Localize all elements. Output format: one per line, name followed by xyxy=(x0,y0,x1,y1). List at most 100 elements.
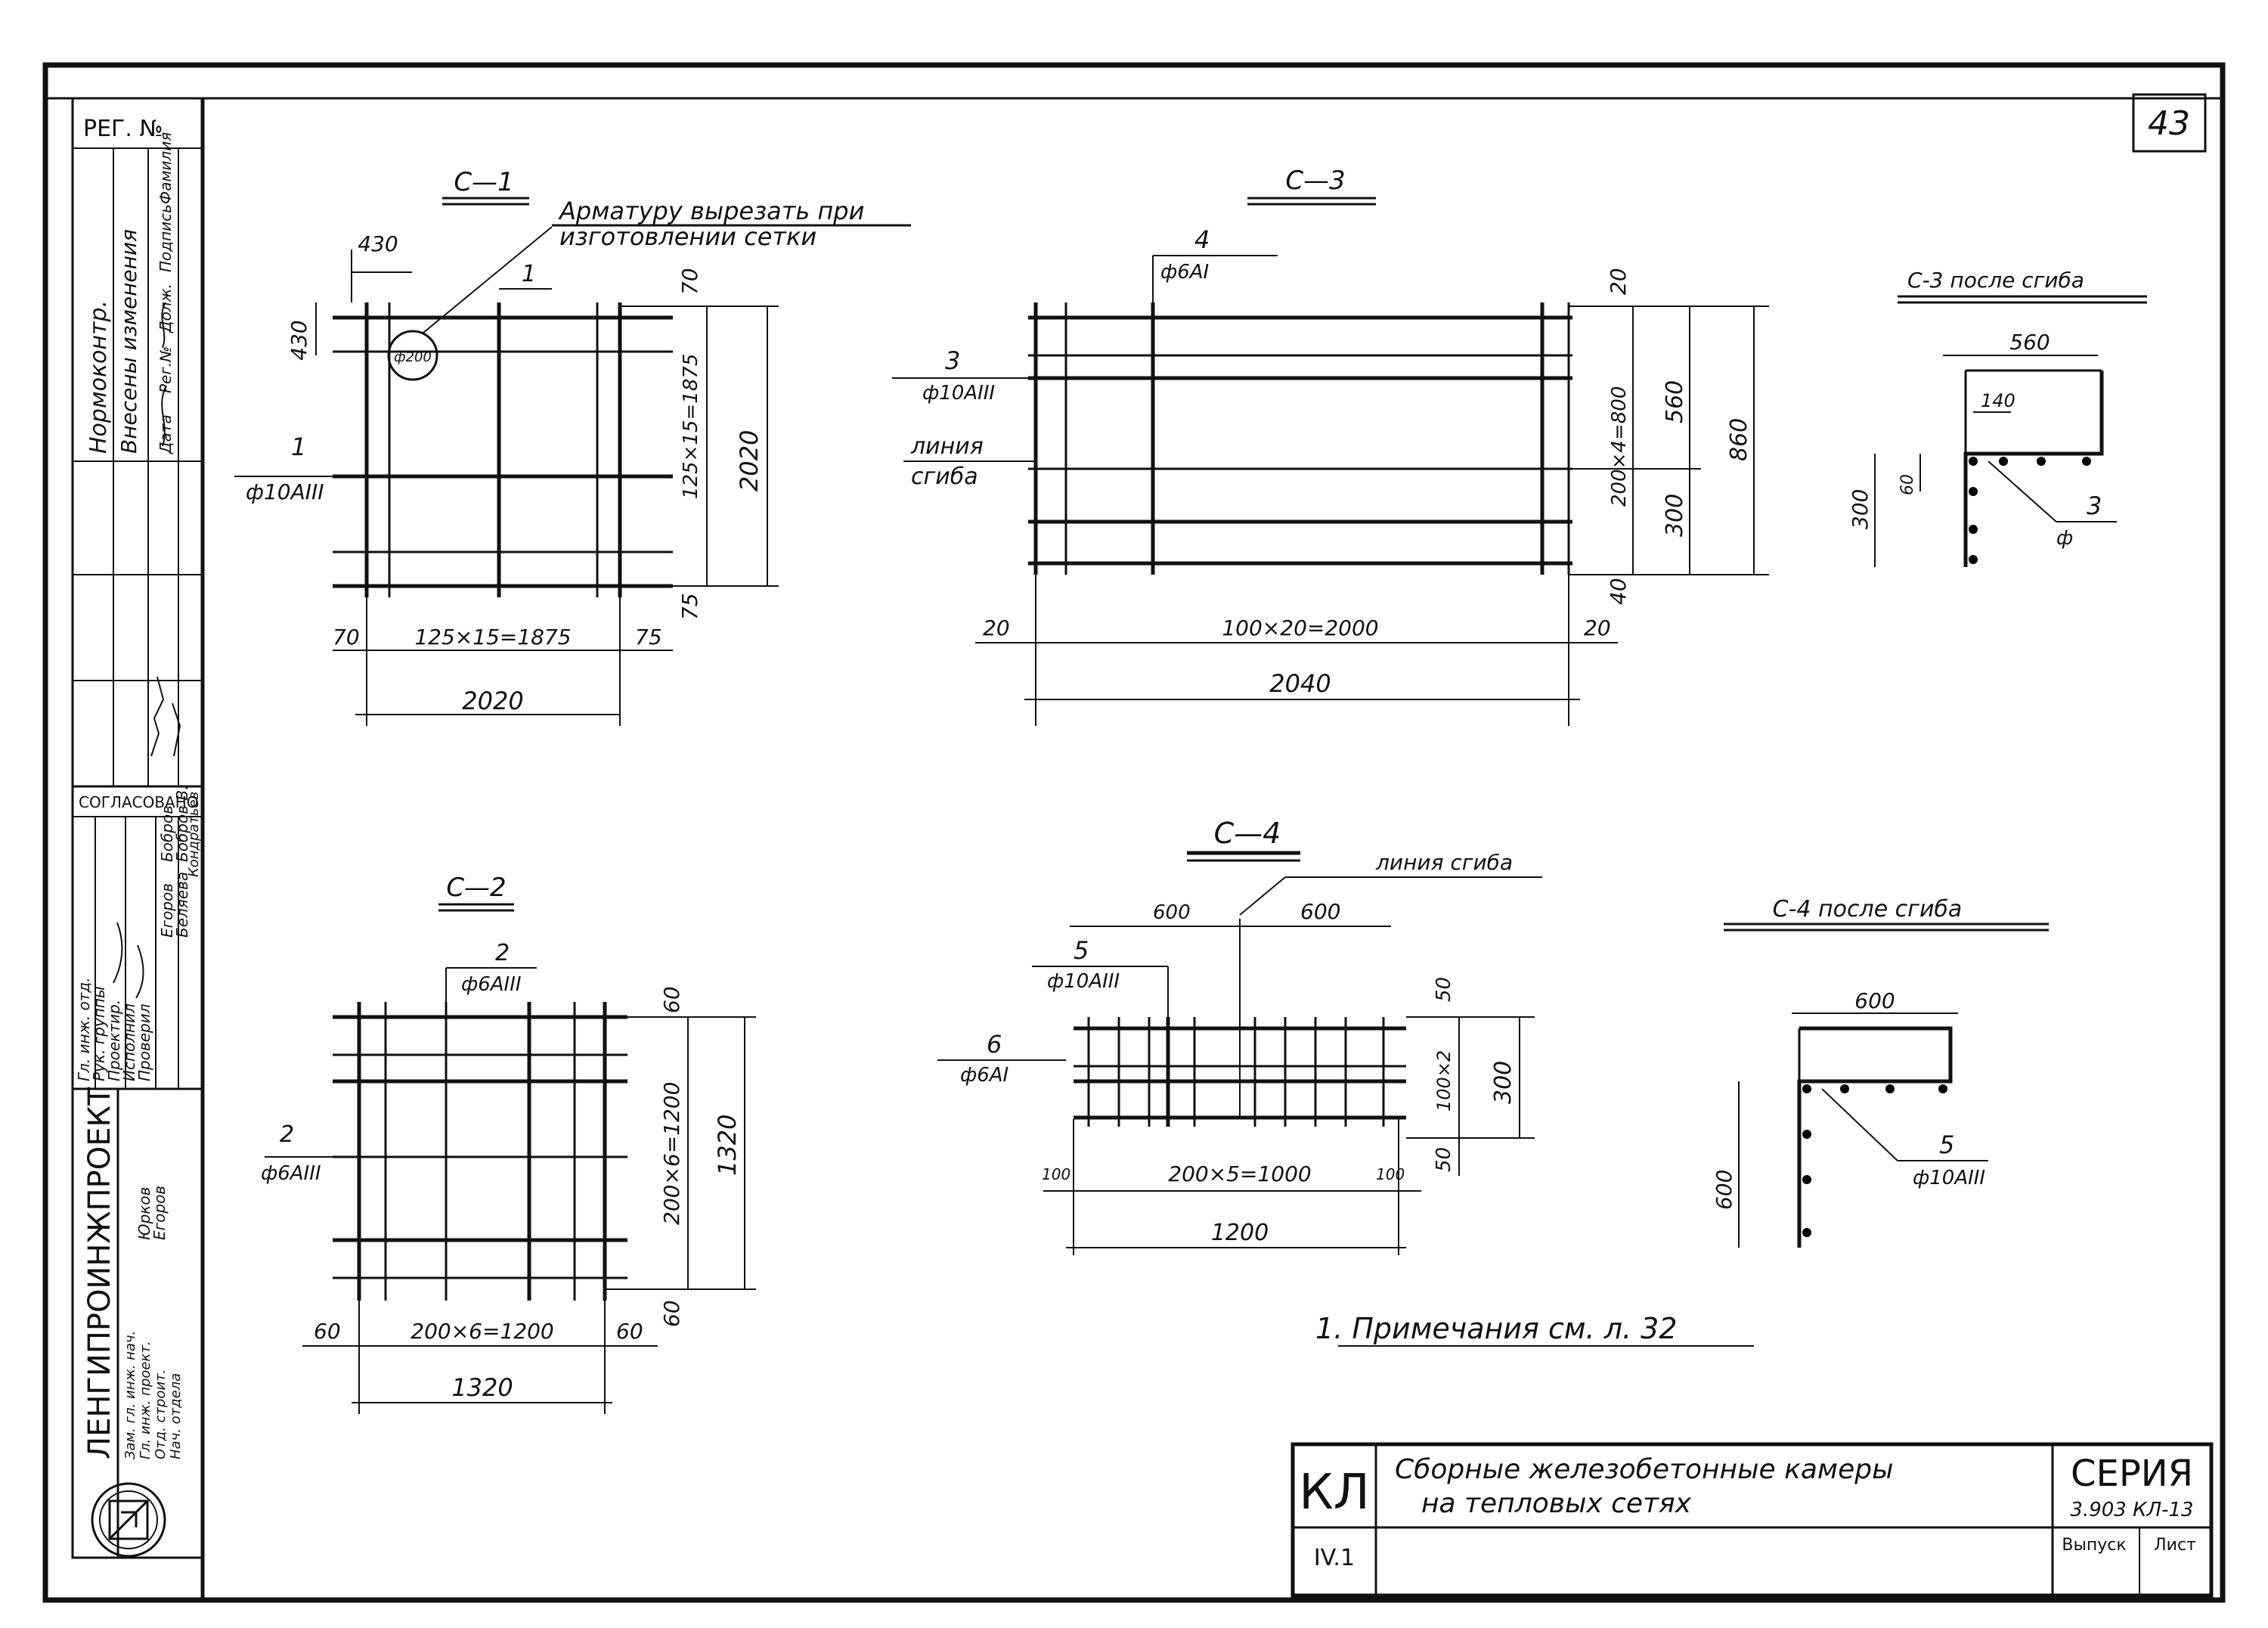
c1-h-right: 75 xyxy=(635,625,662,650)
reg-label: РЕГ. № xyxy=(83,116,163,142)
c3-bent-side: 300 xyxy=(1848,489,1873,529)
c4-h-left: 100 xyxy=(1042,1165,1070,1183)
handwritten-signature xyxy=(150,676,181,757)
c2-h-total: 1320 xyxy=(451,1373,513,1402)
c3-bend-line-2: сгиба xyxy=(911,464,978,490)
c1-pos-top: 1 xyxy=(522,261,536,287)
title-block: КЛ Сборные железобетонные камеры на тепл… xyxy=(1290,1442,2214,1598)
norm-control-label: Нормоконтр. xyxy=(85,300,112,454)
c2-v-top: 60 xyxy=(659,986,684,1013)
c1-hole xyxy=(387,330,438,381)
title-line2: на тепловых сетях xyxy=(1421,1488,1692,1519)
title-line1: Сборные железобетонные камеры xyxy=(1395,1454,1894,1485)
organization-logo xyxy=(91,1482,166,1558)
c1-note-line2: изготовлении сетки xyxy=(559,222,816,251)
c4-v-total: 300 xyxy=(1490,1061,1517,1104)
notes-text: 1. Примечания см. л. 32 xyxy=(1315,1312,1678,1345)
c1-v-mid: 125×15=1875 xyxy=(680,354,702,499)
c3-bent-top: 560 xyxy=(2009,330,2050,355)
c2-pos-left: 2 xyxy=(280,1121,294,1148)
handwritten-signature xyxy=(161,302,167,447)
c3-pos-a: 4 xyxy=(1194,225,1210,254)
change-col-signature: Подпись xyxy=(156,204,175,272)
c3-h-mid: 100×20=2000 xyxy=(1222,616,1378,640)
c3-v-top: 20 xyxy=(1606,268,1631,295)
c2-h-left: 60 xyxy=(314,1319,341,1344)
agreed-label: СОГЛАСОВАНО xyxy=(79,793,199,811)
c4-bent-side: 600 xyxy=(1712,1170,1737,1210)
c1-cut-h: 430 xyxy=(358,231,398,256)
org-name: ЛЕНГИПРОИНЖПРОЕКТ xyxy=(82,1087,117,1459)
mesh-c4-bent: С-4 после сгиба 600 600 5 ф10АIII xyxy=(1712,896,2049,1248)
position-5: Проверил xyxy=(135,1003,153,1081)
org-role-4: Нач. отдела xyxy=(168,1373,184,1459)
c2-bar-top: ф6АIII xyxy=(461,973,522,996)
c4-bar-a: ф10АIII xyxy=(1047,970,1120,993)
c3-bent-label: С-3 после сгиба xyxy=(1907,268,2084,293)
c3-bend-line-1: линия xyxy=(910,433,984,460)
c1-bar-left: ф10АIII xyxy=(246,479,324,504)
c3-bent-bar: ф xyxy=(2056,527,2073,550)
c4-bent-profile xyxy=(1797,1026,1953,1248)
change-col-position: Долж. xyxy=(156,284,175,333)
c4-pos-a: 5 xyxy=(1074,936,1089,965)
c4-bent-pos: 5 xyxy=(1939,1130,1954,1159)
series-label: СЕРИЯ xyxy=(2071,1453,2193,1495)
c2-label: С—2 xyxy=(446,873,506,903)
sheet-label: Лист xyxy=(2154,1536,2196,1555)
c1-cut-v: 430 xyxy=(287,320,311,360)
series-value: 3.903 КЛ-13 xyxy=(2070,1499,2193,1521)
c3-pos-b: 3 xyxy=(945,346,960,375)
c2-v-total: 1320 xyxy=(713,1115,742,1176)
c1-v-top: 70 xyxy=(677,268,702,295)
position-1: Гл. инж. отд. xyxy=(75,977,93,1081)
org-name-1: Юрков xyxy=(135,1187,153,1240)
left-stamp: РЕГ. № Нормоконтр. Внесены изменения Дат… xyxy=(71,97,204,1559)
position-4: Исполнил xyxy=(120,1003,138,1081)
c3-v-b: 300 xyxy=(1662,494,1688,537)
c3-v-a: 560 xyxy=(1662,380,1688,423)
c1-hole-dia: ф200 xyxy=(394,349,432,365)
c4-bent-label: С-4 после сгиба xyxy=(1773,896,1963,923)
org-role-1: Зам. гл. инж. нач. xyxy=(122,1331,138,1459)
c4-bend-line: линия сгиба xyxy=(1375,850,1513,875)
org-name-2: Егоров xyxy=(150,1186,169,1240)
c4-left-dim: 600 xyxy=(1153,901,1191,924)
mesh-c1: С—1 Арматуру вырезать при изготовлении с… xyxy=(234,167,911,726)
mesh-c3: С—3 4 ф6АI 3 ф10АIII линия сгиба 20 xyxy=(892,166,1769,726)
agreed-name-2: Беляева xyxy=(173,872,191,938)
c3-v-mid: 200×4=800 xyxy=(1608,386,1631,507)
c4-v-bot: 50 xyxy=(1433,1147,1455,1172)
c4-bent-top: 600 xyxy=(1854,988,1895,1013)
c1-h-total: 2020 xyxy=(462,687,523,715)
change-col-name: Фамилия xyxy=(156,132,175,204)
c3-bent-gap: 60 xyxy=(1898,474,1917,495)
mesh-c4: С—4 линия сгиба 600 600 5 ф10АIII 6 ф6АI xyxy=(937,817,1542,1255)
c4-right-dim: 600 xyxy=(1300,899,1340,924)
c1-v-bot: 75 xyxy=(677,593,702,620)
c1-pos-left: 1 xyxy=(291,433,306,461)
c3-bent-profile xyxy=(1963,371,2104,567)
c3-h-total: 2040 xyxy=(1269,669,1331,698)
mesh-c3-bent: С-3 после сгиба 560 140 300 60 3 ф xyxy=(1848,268,2147,567)
c4-bar-b: ф6АI xyxy=(960,1064,1009,1087)
c4-label: С—4 xyxy=(1214,817,1281,850)
outer-frame xyxy=(42,62,2226,1603)
c2-v-bot: 60 xyxy=(659,1300,684,1327)
c3-v-total: 860 xyxy=(1726,418,1752,461)
agreed-name-1: Егоров xyxy=(158,883,176,938)
c2-pos-top: 2 xyxy=(495,940,510,966)
c4-h-right: 100 xyxy=(1376,1165,1405,1183)
c1-h-left: 70 xyxy=(333,625,360,650)
issue-code: IV.1 xyxy=(1314,1545,1355,1571)
title-code: КЛ xyxy=(1299,1465,1370,1521)
agreed-name-3: Бобров xyxy=(158,805,176,862)
c1-v-total: 2020 xyxy=(735,430,764,492)
change-col-reg: Рег.№ xyxy=(156,346,175,393)
c3-bar-b: ф10АIII xyxy=(922,382,995,405)
c1-h-mid: 125×15=1875 xyxy=(414,625,571,650)
org-role-2: Гл. инж. проект. xyxy=(138,1341,153,1459)
change-col-date: Дата xyxy=(156,414,175,454)
c3-h-left: 20 xyxy=(983,616,1010,640)
